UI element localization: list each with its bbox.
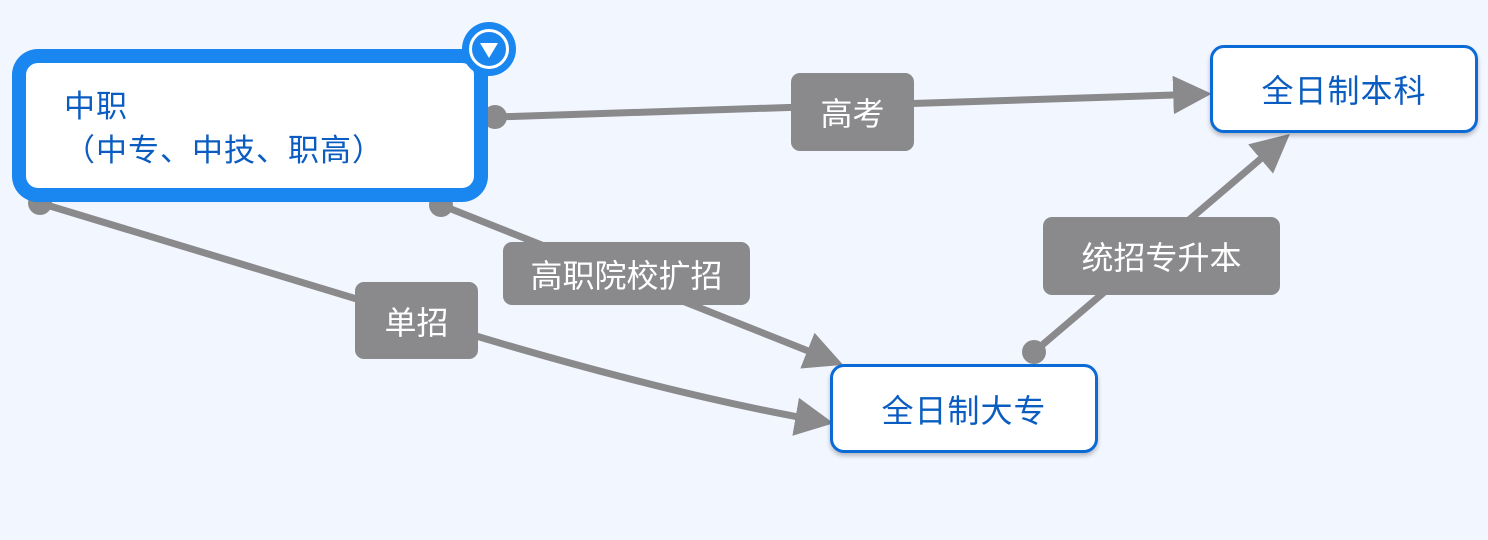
- edge-label-expansion[interactable]: 高职院校扩招: [503, 242, 750, 305]
- edge-label-single-enroll[interactable]: 单招: [355, 282, 478, 359]
- edge-upgrade-anchor: [1022, 340, 1046, 364]
- node-vocational-subtitle: （中专、中技、职高）: [64, 133, 384, 169]
- edge-label-expansion-text: 高职院校扩招: [530, 256, 723, 295]
- edge-label-upgrade[interactable]: 统招专升本: [1043, 217, 1280, 295]
- edge-single-enroll-anchor: [28, 191, 52, 215]
- node-college-label: 全日制大专: [881, 391, 1047, 430]
- node-bachelor[interactable]: 全日制本科: [1210, 45, 1478, 133]
- edge-label-upgrade-text: 统招专升本: [1081, 239, 1242, 277]
- chevron-down-icon: [469, 29, 509, 69]
- edge-label-single-enroll-text: 单招: [384, 303, 449, 342]
- collapse-toggle-button[interactable]: [462, 22, 516, 76]
- node-college[interactable]: 全日制大专: [830, 364, 1098, 453]
- node-vocational-title: 中职: [64, 89, 128, 125]
- edge-label-gaokao[interactable]: 高考: [791, 73, 914, 151]
- edge-expansion-anchor: [429, 193, 453, 217]
- node-vocational[interactable]: 中职 （中专、中技、职高）: [20, 57, 480, 194]
- edge-label-gaokao-text: 高考: [820, 95, 885, 133]
- node-bachelor-label: 全日制本科: [1261, 72, 1427, 110]
- edge-gaokao-anchor: [483, 105, 507, 129]
